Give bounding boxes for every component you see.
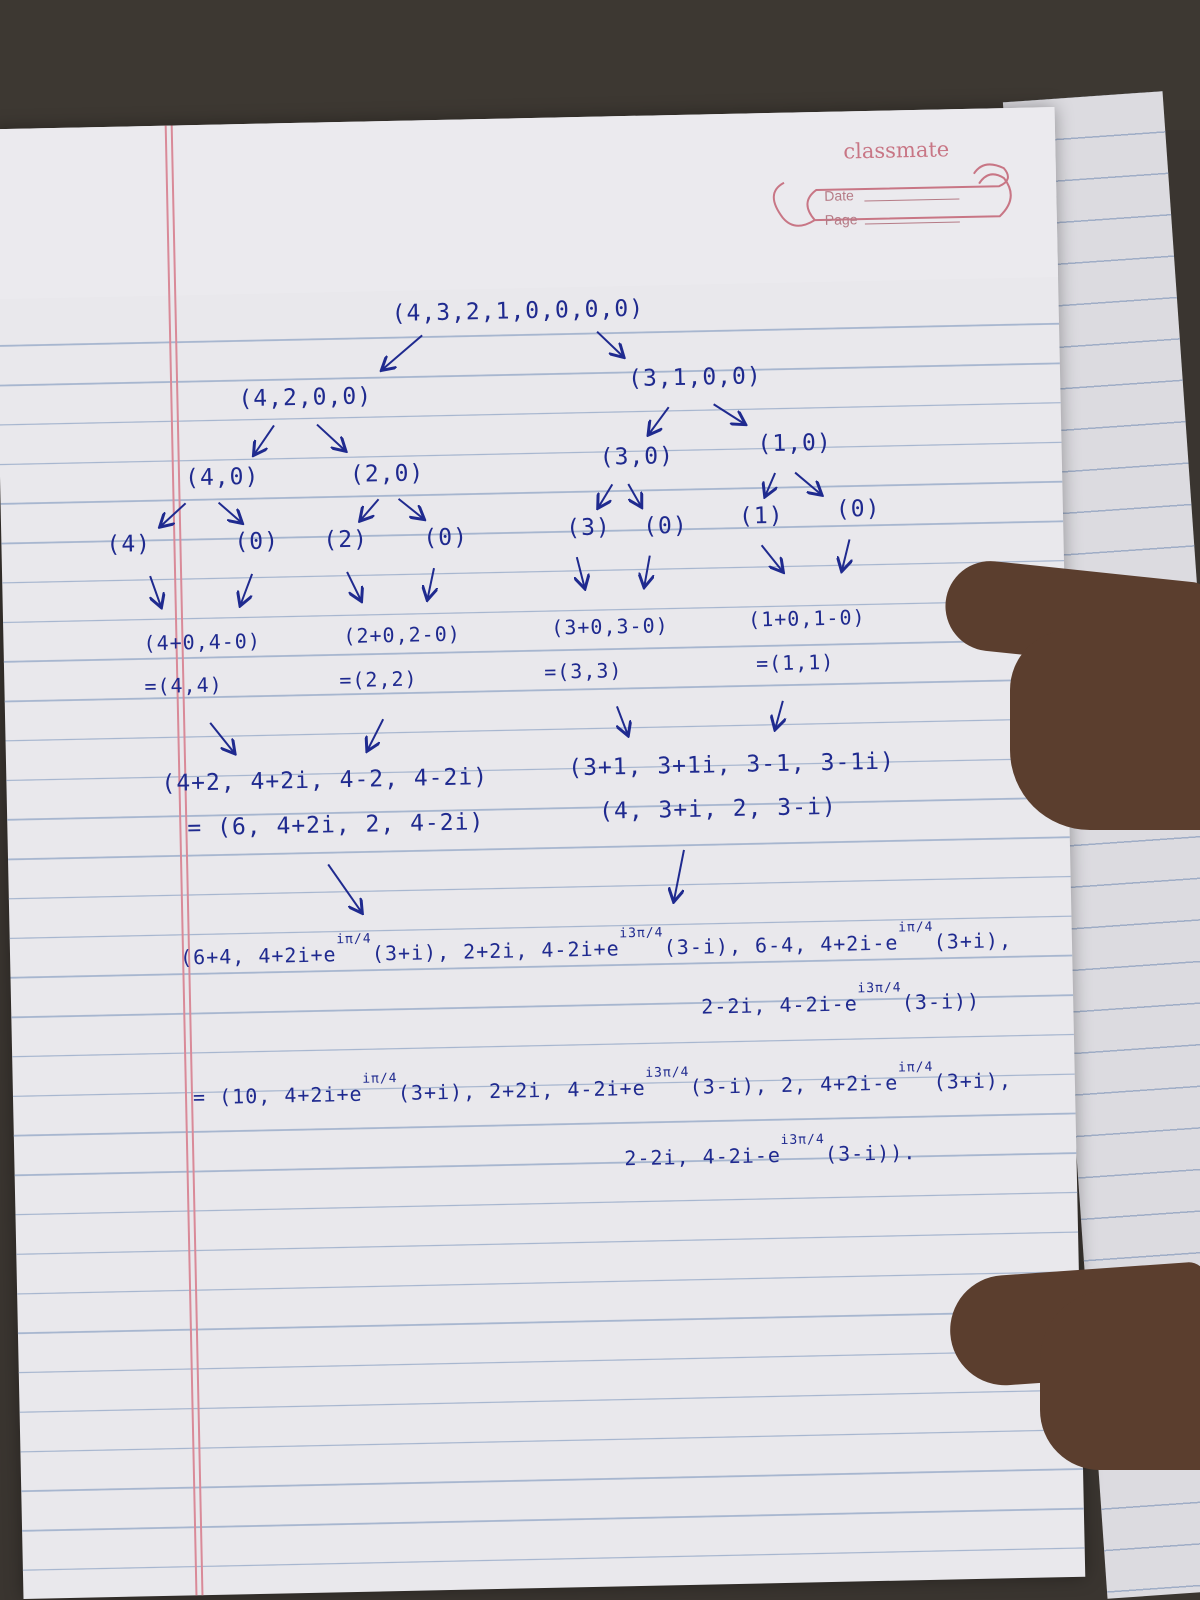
scroll-ornament-icon [772, 163, 1012, 227]
arrow-icon [596, 330, 623, 357]
arrow-icon [598, 483, 614, 506]
arrow-icon [367, 718, 385, 749]
arrow-icon [240, 573, 254, 604]
arrow-icon [161, 502, 187, 526]
arrow-icon [327, 863, 361, 913]
arrow-icon [577, 556, 585, 587]
arrow-icon [361, 498, 380, 519]
arrow-icon [427, 567, 435, 598]
arrow-icon [627, 483, 640, 506]
hand [1040, 1290, 1200, 1470]
arrow-icon [397, 498, 423, 518]
classmate-logo-box: classmate Date Page [763, 128, 1020, 243]
arrow-icon [254, 424, 275, 453]
arrow-icon [149, 575, 161, 606]
arrow-icon [760, 544, 783, 571]
arrow-icon [673, 849, 685, 900]
arrow-icon [382, 334, 423, 369]
notebook-page: classmate Date Page (4,3,2,1,0,0,0,0) (4… [0, 107, 1086, 1599]
arrow-icon [794, 471, 820, 495]
hand [1010, 630, 1200, 830]
arrow-icon [217, 501, 241, 522]
arrow-icon [316, 423, 345, 451]
arrow-icon [617, 705, 628, 734]
tree-arrows [149, 330, 1085, 1599]
arrow-icon [713, 403, 744, 425]
arrow-icon [765, 472, 775, 495]
arrow-icon [644, 555, 651, 586]
date-page-lines [864, 198, 960, 225]
arrow-icon [649, 406, 670, 433]
arrow-icon [842, 539, 851, 569]
arrow-icon [209, 722, 234, 752]
arrow-icon [346, 571, 361, 600]
arrow-icon [775, 700, 784, 728]
